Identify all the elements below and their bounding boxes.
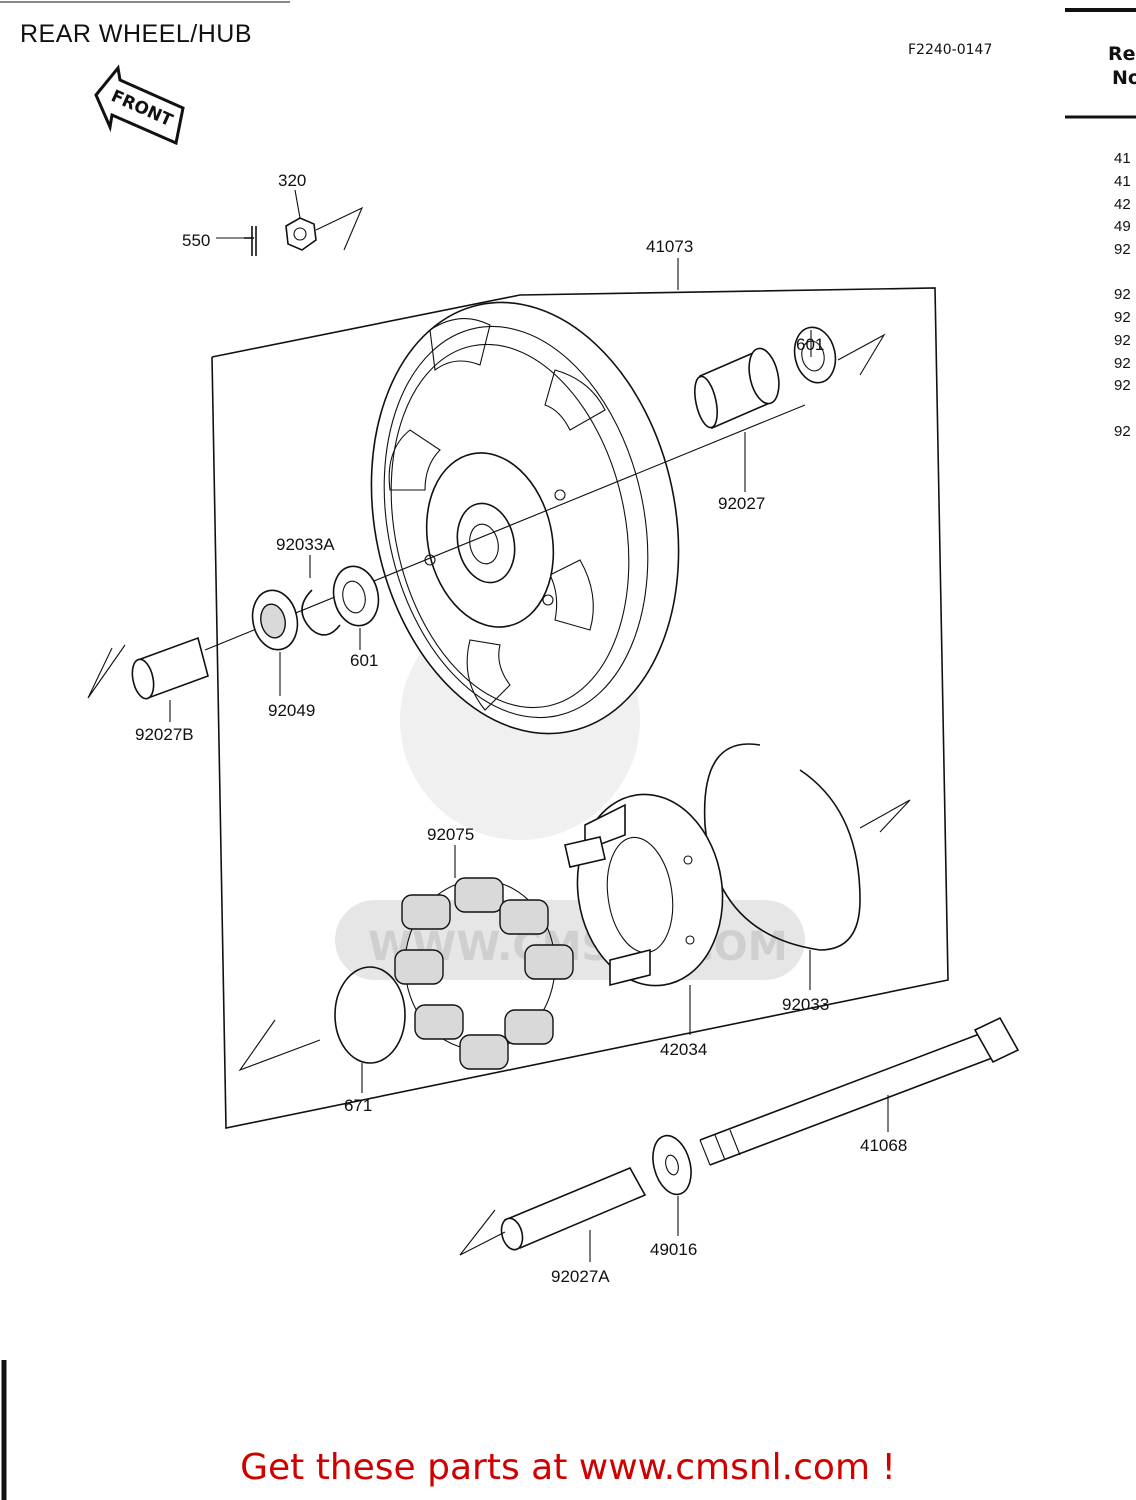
callout-49016: 49016 [650, 1240, 697, 1259]
callout-92049: 92049 [268, 701, 315, 720]
large-circlip [703, 743, 861, 951]
callout-601-left: 601 [350, 651, 378, 670]
table-ref: 92 [1114, 332, 1131, 349]
bearing-right [793, 326, 837, 384]
axle [699, 1016, 1020, 1166]
table-ref: 49 [1114, 218, 1131, 235]
callout-92027: 92027 [718, 494, 765, 513]
table-ref: 92 [1114, 286, 1131, 303]
oil-seal [251, 589, 299, 651]
hub-dampers [394, 877, 574, 1070]
callout-320: 320 [278, 171, 306, 190]
sprocket-coupling [564, 793, 724, 987]
callout-92027b: 92027B [135, 725, 194, 744]
assembly-outline [211, 287, 949, 1129]
front-arrow-icon: FRONT [94, 64, 185, 146]
castle-nut [285, 217, 317, 251]
callout-671: 671 [344, 1096, 372, 1115]
callout-601-right: 601 [796, 335, 824, 354]
parts-table: Re No 41 41 42 49 92 92 92 92 92 92 92 [1065, 8, 1136, 440]
callout-92033: 92033 [782, 995, 829, 1014]
callout-41073: 41073 [646, 237, 693, 256]
collar-left [131, 636, 209, 700]
o-ring [334, 966, 406, 1064]
table-ref: 92 [1114, 355, 1131, 372]
axle-collar [652, 1134, 692, 1196]
table-header-line1: Re [1108, 43, 1136, 65]
table-ref: 92 [1114, 241, 1131, 258]
callout-550: 550 [182, 231, 210, 250]
table-ref: 41 [1114, 173, 1131, 190]
callout-92075: 92075 [427, 825, 474, 844]
callout-42034: 42034 [660, 1040, 707, 1059]
collar-right [694, 347, 780, 430]
table-ref: 42 [1114, 196, 1131, 213]
callout-41068: 41068 [860, 1136, 907, 1155]
axle-spacer [500, 1166, 647, 1251]
table-ref: 92 [1114, 377, 1131, 394]
table-header-line2: No [1112, 67, 1136, 89]
circlip [301, 589, 341, 636]
bearing-left [332, 565, 380, 627]
page-title: REAR WHEEL/HUB [20, 20, 253, 48]
wheel-rim [370, 301, 680, 735]
diagram-code: F2240-0147 [908, 42, 993, 58]
callout-92027a: 92027A [551, 1267, 610, 1286]
cotter-pin [244, 226, 257, 256]
table-ref: 92 [1114, 309, 1131, 326]
table-ref: 92 [1114, 423, 1131, 440]
callout-92033a: 92033A [276, 535, 335, 554]
footer-link[interactable]: Get these parts at www.cmsnl.com ! [240, 1447, 896, 1488]
table-ref: 41 [1114, 150, 1131, 167]
